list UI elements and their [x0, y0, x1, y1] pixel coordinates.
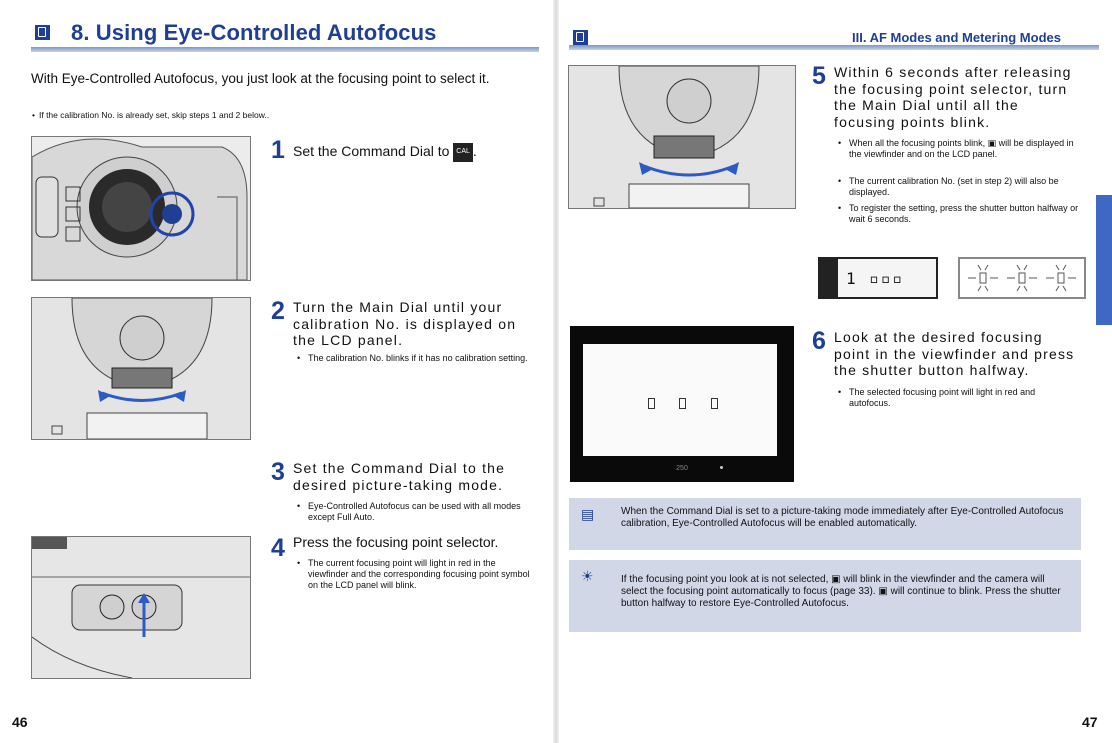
step-number: 2: [271, 297, 285, 325]
page-title: 8. Using Eye-Controlled Autofocus: [71, 20, 437, 45]
viewfinder-view: 250: [570, 326, 794, 482]
lcd-panel-edge: [820, 259, 838, 297]
lightbulb-icon: ☀: [581, 568, 594, 584]
chapter-tab: [1096, 195, 1112, 325]
intro-note-text: If the calibration No. is already set, s…: [38, 110, 270, 120]
step-number: 5: [812, 62, 826, 90]
command-dial-illustration: [32, 137, 250, 280]
intro-note: •If the calibration No. is already set, …: [32, 110, 270, 120]
cal-icon: CAL: [453, 143, 473, 162]
tip-text: If the focusing point you look at is not…: [621, 574, 1061, 609]
right-page: III. AF Modes and Metering Modes 5 Withi…: [556, 0, 1112, 743]
main-dial-illustration-right: [569, 66, 795, 208]
step-6-bullet: The selected focusing point will light i…: [838, 387, 1079, 409]
step-1-main: Set the Command Dial to: [293, 143, 450, 159]
step-2-bullet: The calibration No. blinks if it has no …: [297, 353, 538, 364]
lcd-readout: 1 ▫▫▫: [846, 269, 905, 288]
viewfinder-frame: [583, 344, 777, 456]
page-number-left: 46: [12, 714, 28, 730]
step-5-text: Within 6 seconds after releasing the foc…: [834, 64, 1072, 130]
page-gutter: [553, 0, 559, 743]
step-5-bullet-2: The current calibration No. (set in step…: [838, 176, 1079, 198]
step-4-text: Press the focusing point selector.: [293, 534, 499, 550]
main-dial-photo: [31, 297, 251, 440]
page-number-right: 47: [1082, 714, 1098, 730]
step-number: 4: [271, 534, 285, 562]
selector-photo: [31, 536, 251, 679]
step-1-text: Set the Command Dial to CAL.: [293, 143, 523, 162]
main-dial-illustration: [32, 298, 250, 439]
focus-confirm-dot: [720, 466, 723, 469]
blinking-points-illustration: [968, 264, 1076, 292]
note-box: ▤ When the Command Dial is set to a pict…: [569, 498, 1081, 550]
step-5-bullet-1: When all the focusing points blink, ▣ wi…: [838, 138, 1079, 160]
step-3-bullet: Eye-Controlled Autofocus can be used wit…: [297, 501, 538, 523]
title-rule: [31, 47, 539, 52]
section-heading: III. AF Modes and Metering Modes: [852, 30, 1061, 45]
intro-text: With Eye-Controlled Autofocus, you just …: [31, 71, 490, 86]
step-2-text: Turn the Main Dial until your calibratio…: [293, 299, 517, 348]
eye-af-icon: [573, 30, 588, 45]
main-dial-photo-right: [568, 65, 796, 209]
step-1-period: .: [472, 143, 477, 159]
viewfinder-status: 250: [676, 465, 688, 472]
selector-illustration: [32, 537, 250, 678]
step-number: 6: [812, 327, 826, 355]
focus-point-center: [679, 398, 686, 409]
step-number: 1: [271, 136, 285, 164]
left-page: 8. Using Eye-Controlled Autofocus With E…: [0, 0, 556, 743]
viewfinder-points-display: [958, 257, 1086, 299]
note-text: When the Command Dial is set to a pictur…: [621, 506, 1064, 529]
command-dial-photo: [31, 136, 251, 281]
eye-af-icon: [35, 25, 50, 40]
tip-box: ☀ If the focusing point you look at is n…: [569, 560, 1081, 632]
step-number: 3: [271, 458, 285, 486]
focus-point-right: [711, 398, 718, 409]
step-5-bullet-3: To register the setting, press the shutt…: [838, 203, 1079, 225]
step-3-text: Set the Command Dial to the desired pict…: [293, 460, 506, 493]
step-4-bullet: The current focusing point will light in…: [297, 558, 538, 591]
memo-icon: ▤: [581, 506, 595, 522]
lcd-panel-display: 1 ▫▫▫: [818, 257, 938, 299]
step-6-text: Look at the desired focusing point in th…: [834, 329, 1075, 378]
focus-point-left: [648, 398, 655, 409]
section-rule: [569, 45, 1099, 50]
